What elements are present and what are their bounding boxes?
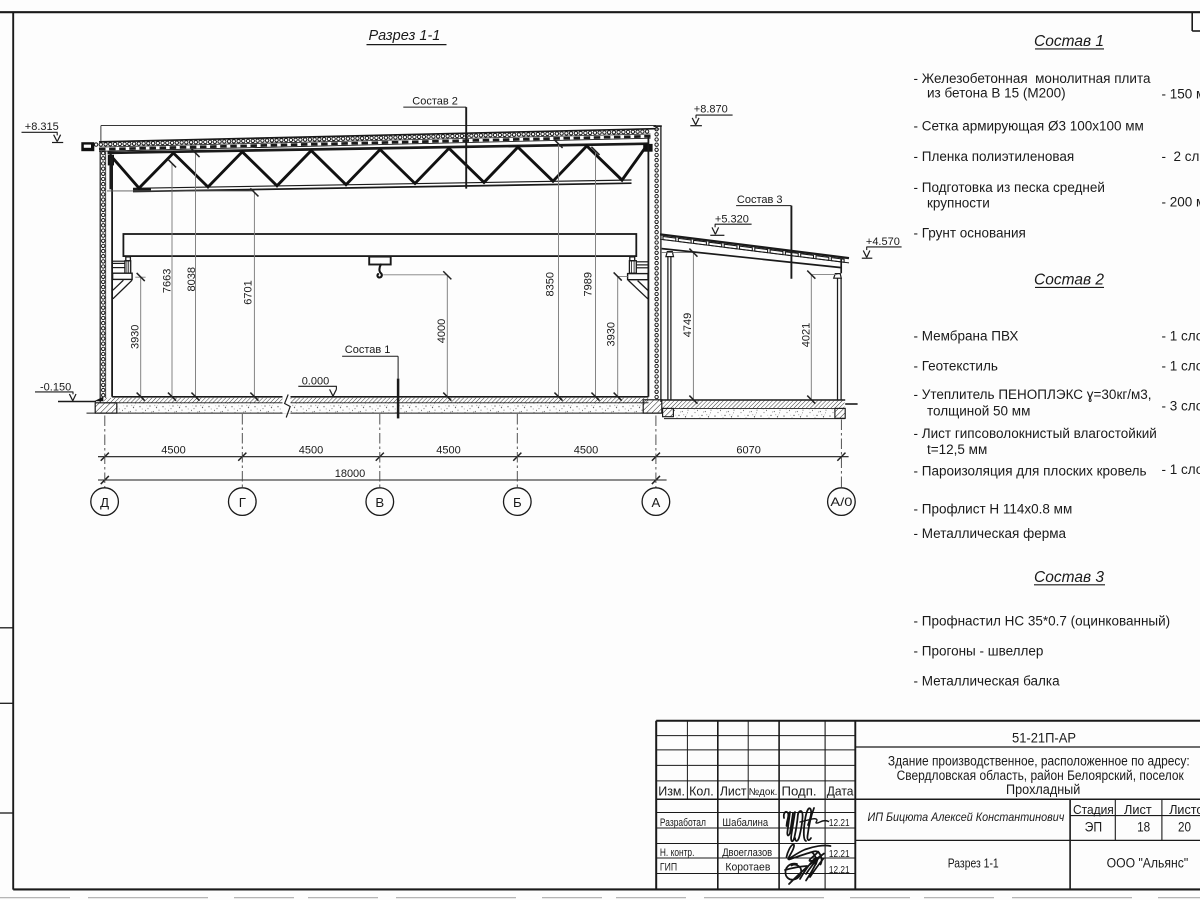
svg-text:t=12,5 мм: t=12,5 мм [927, 442, 987, 457]
svg-text:№док.: №док. [749, 787, 778, 798]
svg-text:- Лист гипсоволокнистый влагос: - Лист гипсоволокнистый влагостойкий [914, 426, 1157, 441]
svg-text:- Пароизоляция для плоских кро: - Пароизоляция для плоских кровель [914, 463, 1147, 478]
svg-text:Н. контр.: Н. контр. [660, 847, 695, 859]
svg-text:0.000: 0.000 [302, 376, 330, 388]
svg-text:3930: 3930 [606, 322, 618, 346]
svg-text:- Пленка полиэтиленовая: - Пленка полиэтиленовая [914, 149, 1075, 164]
svg-text:Подп.: Подп. [782, 783, 817, 798]
svg-text:Листов: Листов [1169, 802, 1200, 817]
svg-text:- Геотекстиль: - Геотекстиль [914, 358, 998, 373]
svg-text:Лист: Лист [720, 783, 747, 798]
svg-text:- Металлическая ферма: - Металлическая ферма [914, 526, 1067, 541]
svg-text:4000: 4000 [436, 319, 448, 343]
svg-text:ООО "Альянс": ООО "Альянс" [1107, 856, 1189, 871]
svg-text:- 1 слой: - 1 слой [1162, 462, 1200, 477]
svg-text:ГИП: ГИП [660, 862, 677, 874]
svg-text:-0.150: -0.150 [40, 382, 71, 394]
svg-text:Разработал: Разработал [660, 817, 706, 829]
svg-text:Состав 3: Состав 3 [737, 194, 783, 206]
svg-text:Состав 2: Состав 2 [412, 95, 458, 107]
svg-text:В: В [375, 495, 384, 510]
svg-text:- Прогоны - швеллер: - Прогоны - швеллер [914, 643, 1044, 658]
svg-text:- 1 слой: - 1 слой [1162, 358, 1200, 373]
svg-text:- Утеплитель ПЕНОПЛЭКС ɣ=30кг/: - Утеплитель ПЕНОПЛЭКС ɣ=30кг/м3, [914, 387, 1152, 402]
svg-text:Коротаев: Коротаев [725, 862, 770, 874]
svg-text:+8.315: +8.315 [25, 121, 59, 133]
svg-text:4021: 4021 [801, 323, 813, 347]
svg-text:6701: 6701 [243, 280, 255, 304]
svg-text:Двоеглазов: Двоеглазов [722, 847, 772, 859]
svg-text:- Профлист Н 114х0.8 мм: - Профлист Н 114х0.8 мм [914, 501, 1073, 516]
svg-text:Прохладный: Прохладный [1006, 782, 1080, 797]
svg-text:4500: 4500 [574, 445, 598, 457]
svg-text:8038: 8038 [186, 267, 198, 291]
svg-text:12.21: 12.21 [829, 865, 850, 876]
svg-text:- 2 слоя: - 2 слоя [1162, 149, 1200, 164]
svg-text:Разрез 1-1: Разрез 1-1 [948, 856, 999, 871]
svg-text:- Профнастил НС 35*0.7 (оцинко: - Профнастил НС 35*0.7 (оцинкованный) [914, 613, 1171, 628]
svg-text:12.21: 12.21 [829, 818, 850, 829]
svg-text:+4.570: +4.570 [866, 236, 900, 248]
svg-text:А: А [652, 495, 661, 510]
svg-text:Здание производственное, распо: Здание производственное, расположенное п… [888, 753, 1190, 768]
svg-text:18000: 18000 [335, 468, 366, 480]
svg-text:крупности: крупности [927, 196, 990, 211]
svg-text:Дата: Дата [827, 783, 854, 798]
svg-text:4500: 4500 [161, 445, 185, 457]
svg-text:Состав 1: Состав 1 [1034, 33, 1104, 50]
svg-text:- Мембрана ПВХ: - Мембрана ПВХ [914, 328, 1019, 343]
svg-text:6070: 6070 [736, 445, 760, 457]
svg-text:А/0: А/0 [830, 495, 852, 509]
svg-text:7663: 7663 [162, 269, 174, 293]
svg-text:51-21П-АР: 51-21П-АР [1012, 729, 1076, 745]
svg-text:18: 18 [1137, 819, 1150, 834]
svg-text:- 1 слой: - 1 слой [1162, 328, 1200, 343]
svg-text:Кол.: Кол. [689, 783, 714, 798]
svg-text:ИП Бицюта Алексей Константинов: ИП Бицюта Алексей Константинович [868, 810, 1065, 824]
svg-text:Стадия: Стадия [1073, 802, 1114, 817]
svg-text:8350: 8350 [545, 272, 557, 296]
svg-text:+8.870: +8.870 [694, 104, 728, 116]
svg-text:Состав 2: Состав 2 [1034, 271, 1104, 288]
svg-text:12.21: 12.21 [829, 849, 850, 860]
svg-text:3930: 3930 [130, 325, 142, 349]
svg-text:Изм.: Изм. [658, 783, 685, 798]
svg-text:толщиной 50 мм: толщиной 50 мм [927, 403, 1030, 418]
svg-text:из бетона В 15 (М200): из бетона В 15 (М200) [927, 86, 1066, 101]
svg-text:+5.320: +5.320 [715, 214, 749, 226]
svg-text:Разрез 1-1: Разрез 1-1 [369, 28, 441, 44]
svg-text:- Железобетонная монолитная п: - Железобетонная монолитная плита [914, 71, 1151, 86]
svg-text:- 3 слоя: - 3 слоя [1162, 399, 1200, 414]
svg-text:- Подготовка из песка средней: - Подготовка из песка средней [914, 180, 1105, 195]
svg-text:4500: 4500 [299, 445, 323, 457]
svg-text:Шабалина: Шабалина [722, 817, 769, 829]
svg-text:Лист: Лист [1124, 802, 1152, 817]
svg-text:Г: Г [239, 495, 246, 510]
svg-text:Состав 3: Состав 3 [1034, 569, 1104, 586]
svg-text:- Сетка армирующая Ø3 100х100: - Сетка армирующая Ø3 100х100 мм [914, 118, 1144, 133]
svg-text:Свердловская область, район Бе: Свердловская область, район Белоярский, … [897, 768, 1184, 783]
svg-text:ЭП: ЭП [1085, 819, 1103, 834]
svg-text:- Грунт основания: - Грунт основания [914, 226, 1026, 241]
svg-text:Состав 1: Состав 1 [345, 344, 391, 356]
svg-text:4500: 4500 [436, 445, 460, 457]
svg-text:20: 20 [1178, 819, 1191, 834]
svg-text:- 150 мм: - 150 мм [1162, 87, 1200, 102]
svg-text:Б: Б [513, 495, 522, 510]
svg-text:- 200 мм: - 200 мм [1162, 195, 1200, 210]
svg-text:Д: Д [100, 495, 109, 510]
svg-text:4749: 4749 [682, 313, 694, 337]
svg-text:- Металлическая балка: - Металлическая балка [914, 673, 1061, 688]
svg-text:7989: 7989 [583, 272, 595, 296]
